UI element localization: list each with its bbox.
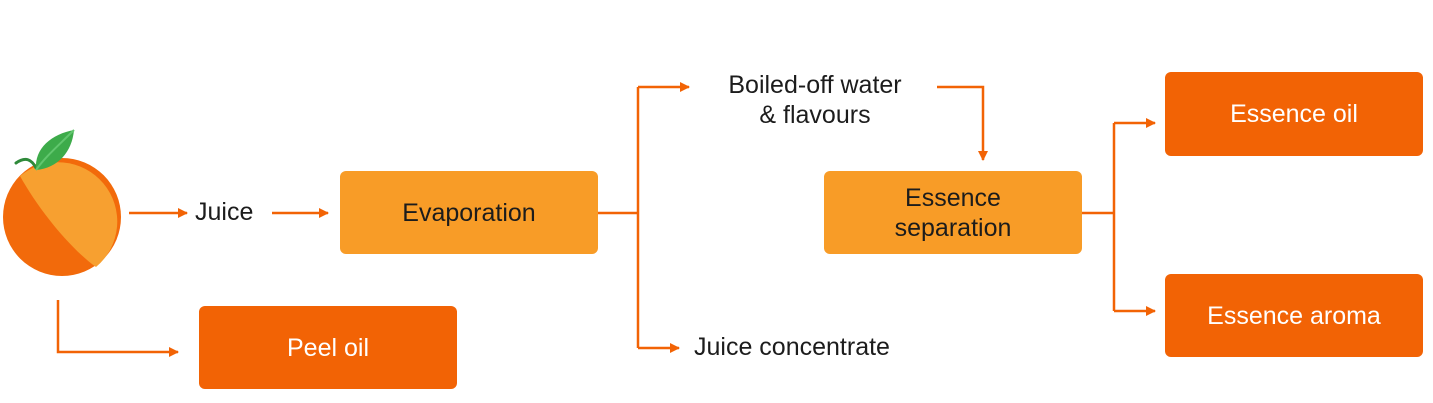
essence-separation-line1: Essence [905,183,1001,212]
peel-oil-label: Peel oil [287,333,369,362]
orange-fruit-icon [3,129,121,276]
evaporation-label: Evaporation [402,198,536,227]
boiled-off-water-label: Boiled-off water & flavours [700,70,930,130]
essence-separation-line2: separation [894,213,1012,242]
arrow-boiled-off-to-essence-separation [937,85,988,161]
essence-oil-label: Essence oil [1230,100,1358,128]
juice-label: Juice [195,198,254,226]
arrow-orange-to-peel-oil [56,300,179,357]
peel-oil-box: Peel oil [199,306,457,389]
essence-separation-box: Essence separation [824,171,1082,254]
essence-oil-box: Essence oil [1165,72,1423,156]
boiled-off-water-line2: & flavours [759,101,871,129]
juice-concentrate-label: Juice concentrate [694,333,890,361]
boiled-off-water-line1: Boiled-off water [728,71,902,99]
essence-aroma-box: Essence aroma [1165,274,1423,357]
essence-aroma-label: Essence aroma [1207,301,1381,330]
evaporation-box: Evaporation [340,171,598,254]
